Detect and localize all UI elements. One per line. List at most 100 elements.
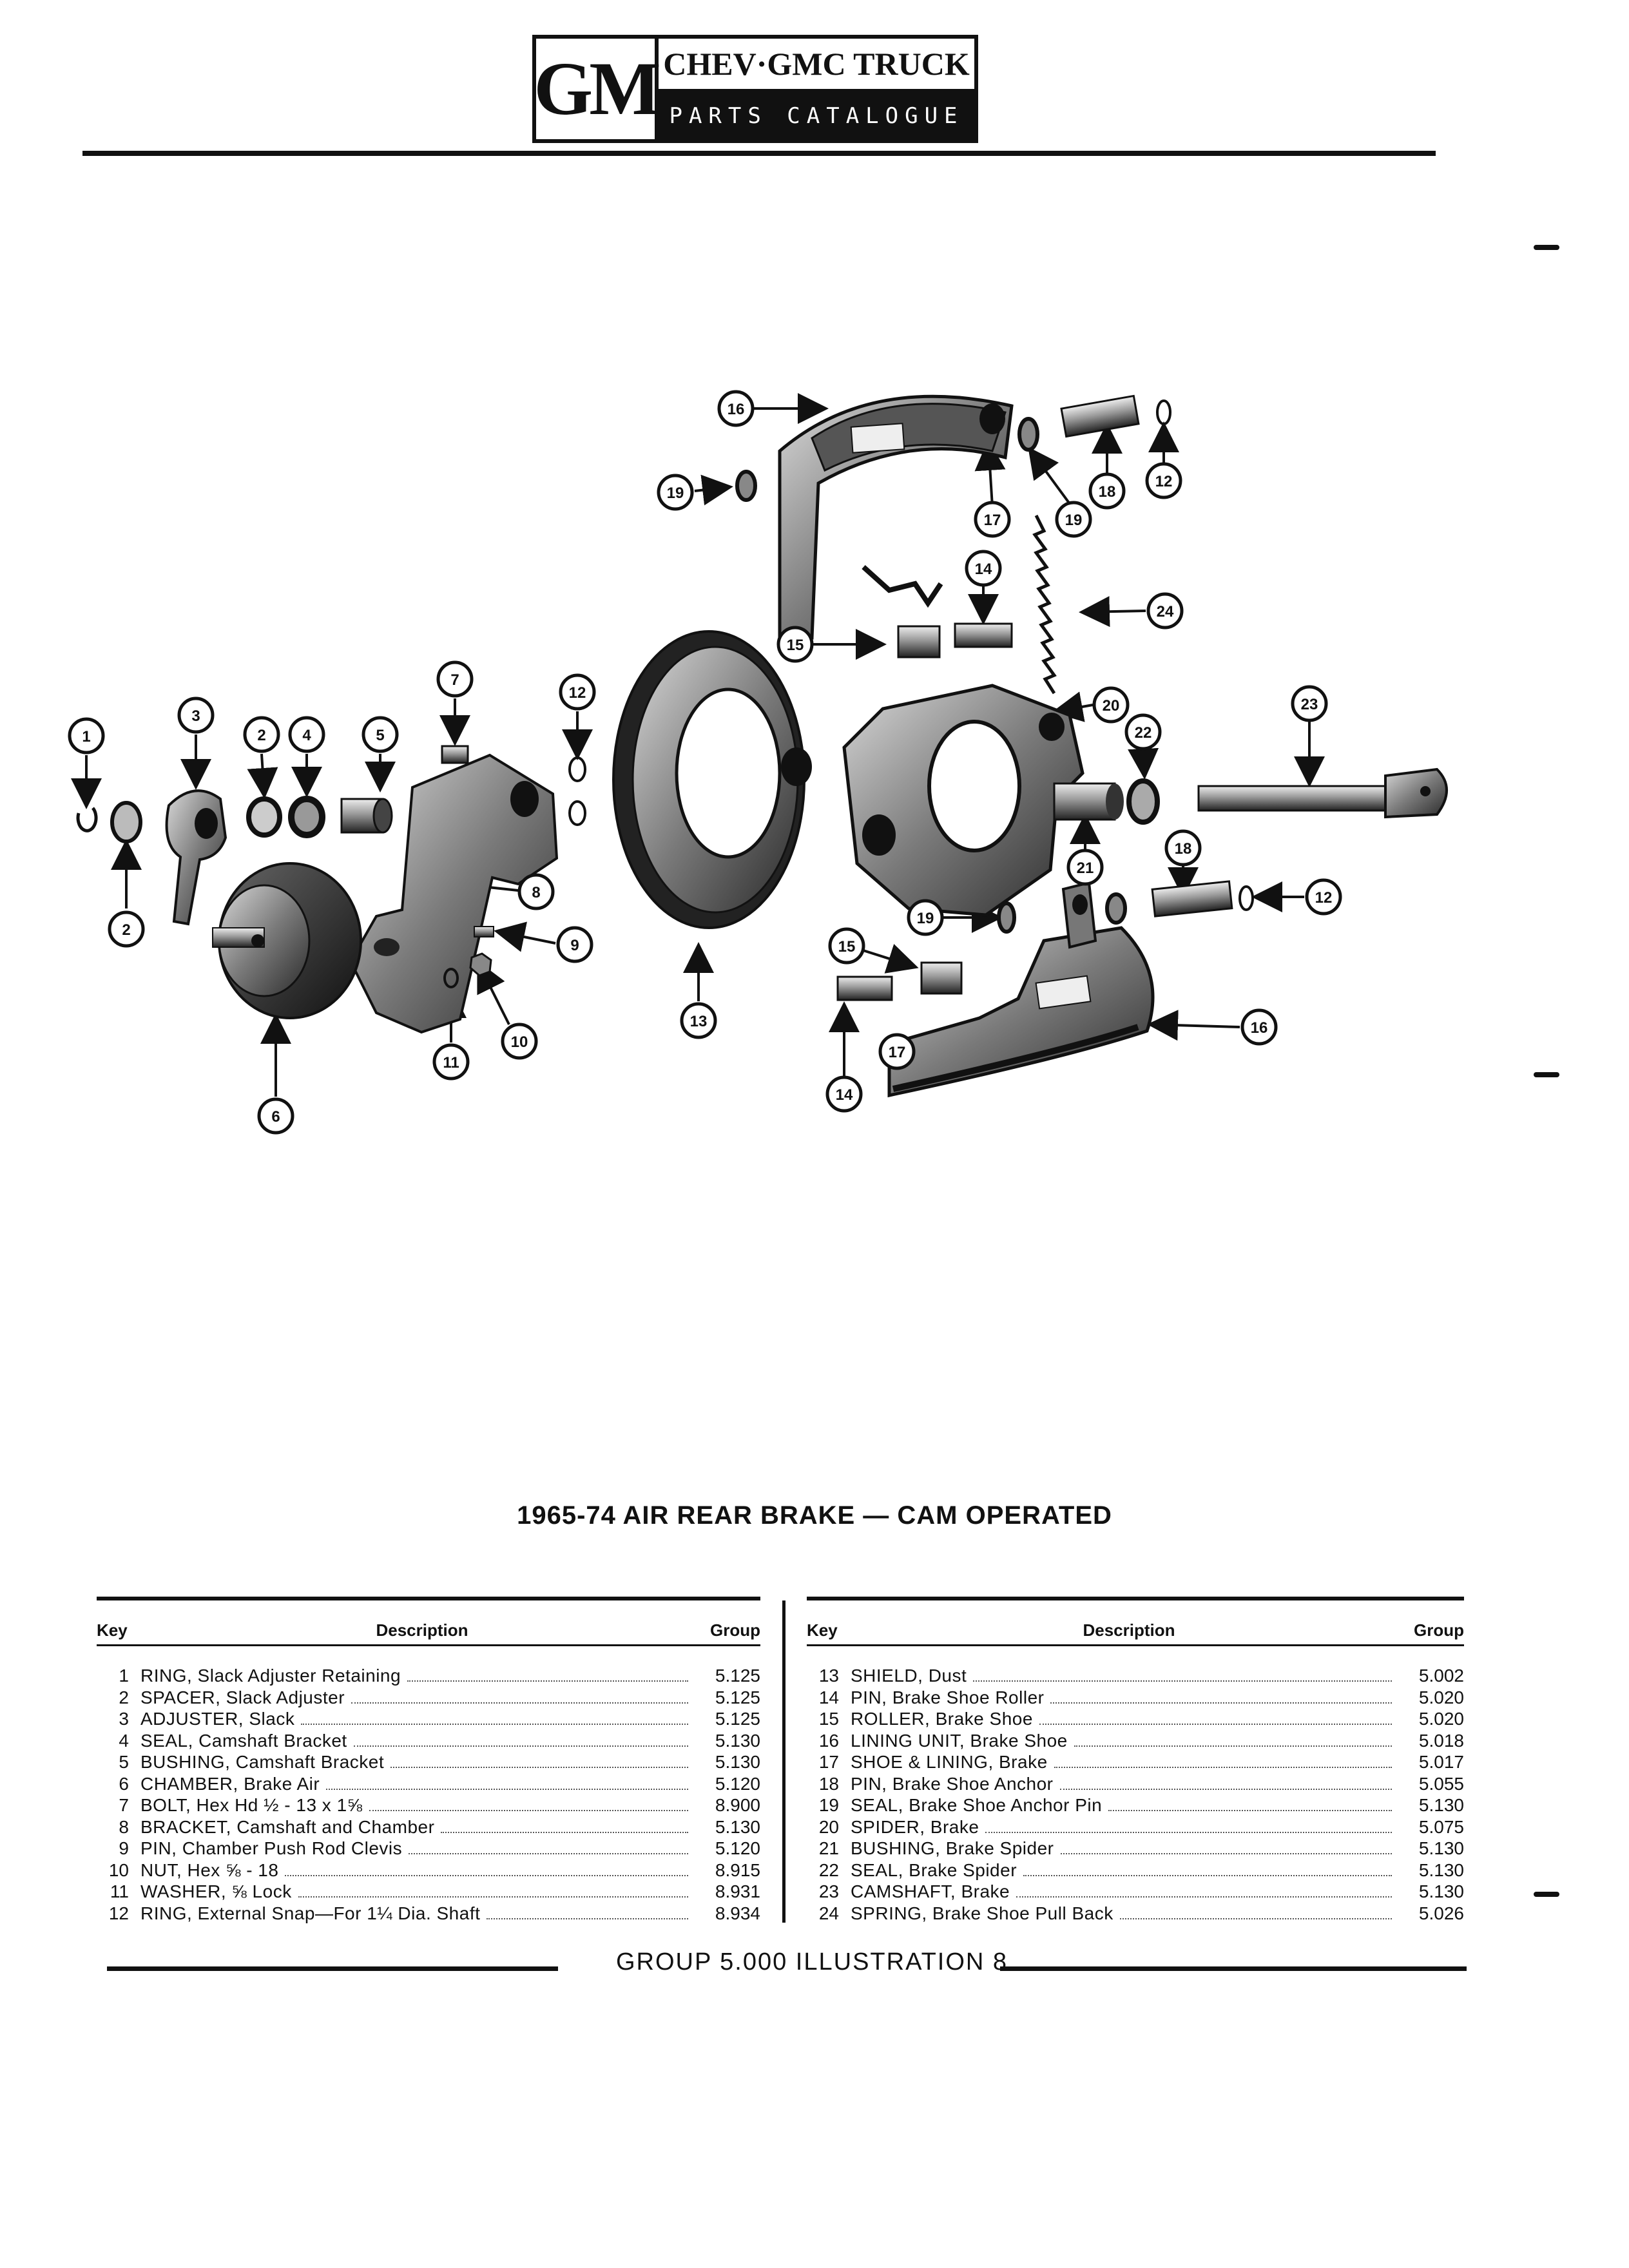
svg-text:3: 3 (191, 707, 200, 725)
part-key: 17 (818, 1752, 839, 1772)
dot-leader (285, 1874, 688, 1876)
dot-leader (441, 1831, 688, 1833)
pull-back-spring-part (1032, 514, 1057, 695)
part-group: 8.934 (715, 1903, 760, 1923)
part-group: 5.125 (715, 1666, 760, 1686)
part-description: BOLT, Hex Hd ½ - 13 x 1⅝ (140, 1795, 363, 1815)
part-description: BUSHING, Brake Spider (851, 1838, 1054, 1858)
part-description-cell: PIN, Brake Shoe Anchor (851, 1774, 1400, 1794)
margin-tick (1534, 1072, 1559, 1077)
part-key: 5 (119, 1752, 129, 1772)
camshaft-bushing-part (340, 798, 393, 834)
svg-text:2: 2 (122, 921, 130, 939)
part-key: 7 (119, 1795, 129, 1815)
table-rule (807, 1644, 1464, 1646)
part-key: 6 (119, 1773, 129, 1794)
part-description: SPACER, Slack Adjuster (140, 1687, 345, 1707)
part-description: SHOE & LINING, Brake (851, 1752, 1048, 1772)
part-group: 5.125 (715, 1687, 760, 1707)
dot-leader (390, 1767, 688, 1768)
svg-text:19: 19 (1065, 512, 1083, 529)
dot-leader (326, 1788, 688, 1790)
dot-leader (1059, 1788, 1392, 1790)
part-description-cell: PIN, Brake Shoe Roller (851, 1687, 1400, 1708)
svg-text:10: 10 (511, 1033, 528, 1051)
snap-ring-part (76, 807, 98, 832)
part-description-cell: SHOE & LINING, Brake (851, 1752, 1400, 1773)
part-key: 8 (119, 1816, 129, 1837)
part-key: 19 (818, 1795, 839, 1815)
part-description-cell: CHAMBER, Brake Air (140, 1774, 696, 1794)
part-description: PIN, Brake Shoe Anchor (851, 1773, 1054, 1794)
part-description: SEAL, Brake Shoe Anchor Pin (851, 1795, 1103, 1815)
part-key: 3 (119, 1709, 129, 1729)
part-description-cell: PIN, Chamber Push Rod Clevis (140, 1838, 696, 1859)
table-row: 12 RING, External Snap—For 1¼ Dia. Shaft 8… (97, 1903, 760, 1925)
dot-leader (298, 1896, 688, 1898)
part-key: 18 (818, 1773, 839, 1794)
brake-air-chamber-part (212, 862, 362, 1019)
part-description: BUSHING, Camshaft Bracket (140, 1752, 385, 1772)
part-group: 5.020 (1418, 1687, 1464, 1707)
part-description-cell: RING, Slack Adjuster Retaining (140, 1666, 696, 1686)
column-divider (782, 1600, 786, 1923)
slack-adjuster-part (165, 789, 227, 926)
svg-text:7: 7 (450, 671, 459, 689)
part-description-cell: SEAL, Brake Spider (851, 1860, 1400, 1881)
part-group: 5.130 (715, 1816, 760, 1837)
part-description: NUT, Hex ⅝ - 18 (140, 1860, 279, 1880)
part-group: 5.130 (1418, 1881, 1464, 1901)
part-description: PIN, Brake Shoe Roller (851, 1687, 1045, 1707)
svg-text:24: 24 (1157, 603, 1174, 620)
part-description: SPRING, Brake Shoe Pull Back (851, 1903, 1113, 1923)
part-description-cell: BUSHING, Camshaft Bracket (140, 1752, 696, 1773)
part-description-cell: SPIDER, Brake (851, 1817, 1400, 1838)
svg-text:16: 16 (1251, 1019, 1268, 1037)
part-key: 12 (108, 1903, 129, 1923)
svg-text:5: 5 (376, 727, 384, 744)
part-description: CAMSHAFT, Brake (851, 1881, 1010, 1901)
part-description-cell: RING, External Snap—For 1¼ Dia. Shaft (140, 1903, 696, 1924)
brake-lining-unit-part (778, 394, 1014, 640)
part-key: 24 (818, 1903, 839, 1923)
margin-tick (1534, 1892, 1559, 1897)
part-group: 8.931 (715, 1881, 760, 1901)
svg-text:21: 21 (1077, 860, 1094, 877)
part-group: 8.915 (715, 1860, 760, 1880)
gm-logo-mark: GM (534, 39, 661, 139)
dot-leader (1023, 1874, 1392, 1876)
svg-text:18: 18 (1175, 840, 1192, 858)
part-description-cell: LINING UNIT, Brake Shoe (851, 1731, 1400, 1751)
svg-text:19: 19 (667, 485, 684, 502)
camshaft-bracket-part (349, 753, 559, 1034)
table-row: 8 BRACKET, Camshaft and Chamber 5.130 (97, 1817, 760, 1839)
part-key: 16 (818, 1730, 839, 1751)
part-description: SPIDER, Brake (851, 1816, 979, 1837)
svg-text:4: 4 (302, 727, 311, 744)
description-header: Description (376, 1620, 468, 1640)
part-description: BRACKET, Camshaft and Chamber (140, 1816, 435, 1837)
part-key: 21 (818, 1838, 839, 1858)
part-description: ADJUSTER, Slack (140, 1709, 295, 1729)
part-description: SEAL, Camshaft Bracket (140, 1730, 347, 1751)
footer-caption: GROUP 5.000 ILLUSTRATION 8 (615, 1948, 1008, 1975)
footer-rule (1000, 1966, 1467, 1971)
part-group: 5.130 (1418, 1838, 1464, 1858)
key-header: Key (807, 1620, 838, 1640)
part-description: ROLLER, Brake Shoe (851, 1709, 1033, 1729)
dot-leader (369, 1810, 688, 1811)
part-description-cell: NUT, Hex ⅝ - 18 (140, 1860, 696, 1881)
